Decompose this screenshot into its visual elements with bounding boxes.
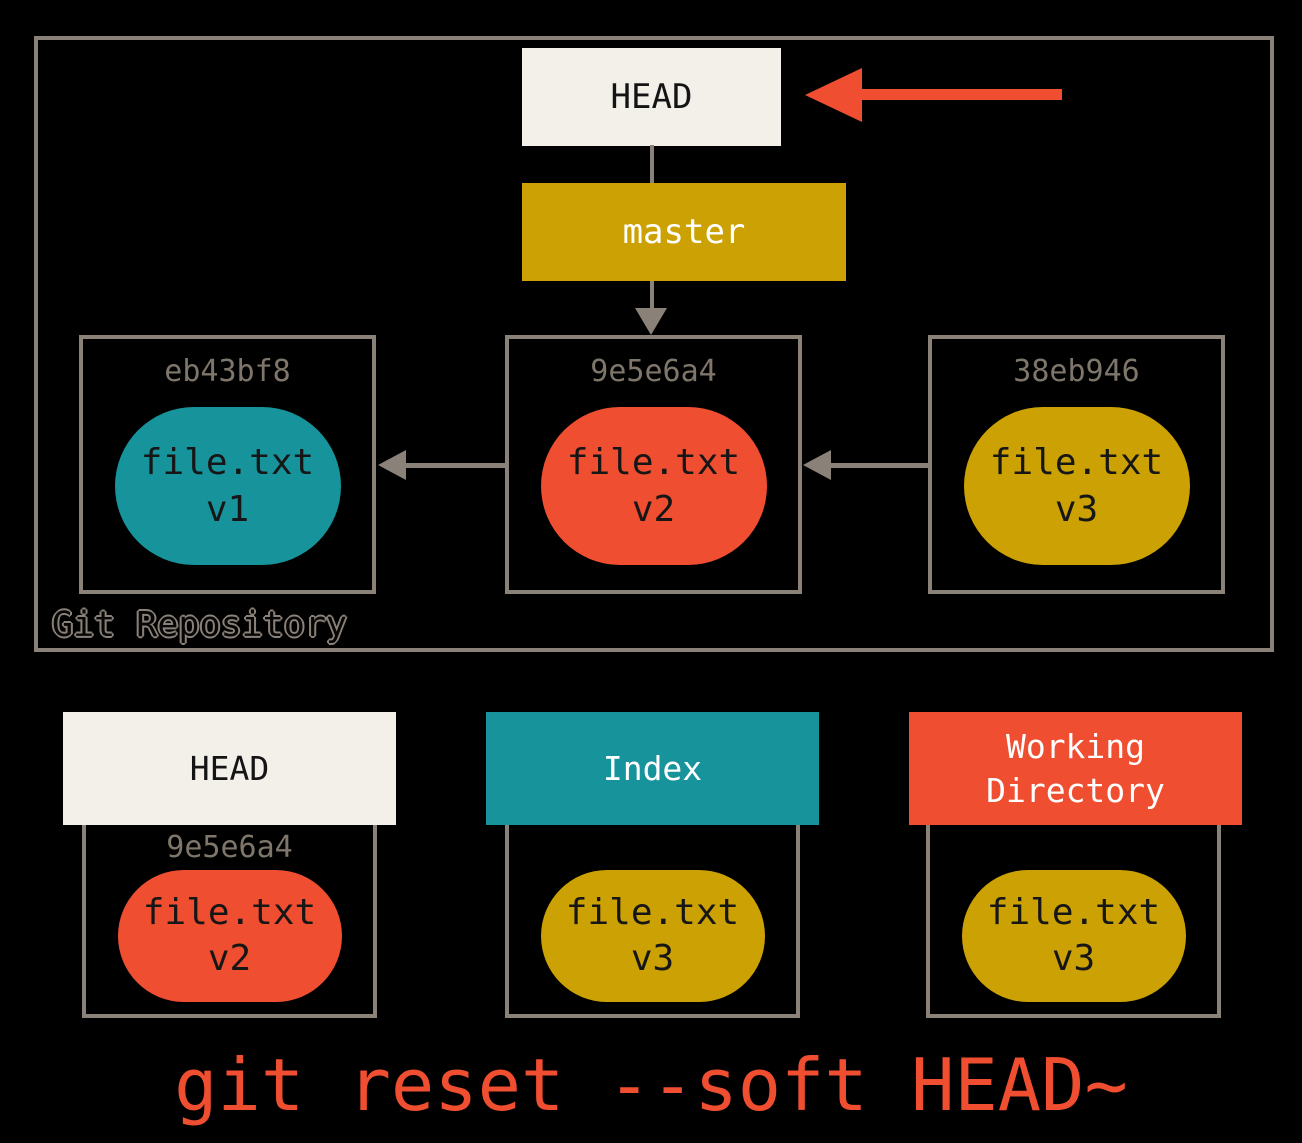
working-directory-tree-title: Working Directory [986,726,1165,810]
down-arrowhead-icon [635,308,667,335]
file-name: file.txt [986,892,1161,933]
master-to-commit-connector [650,281,654,310]
head-tree-body: 9e5e6a4 file.txt v2 [82,825,377,1018]
tree-commit-hash [509,829,796,867]
git-command-caption: git reset --soft HEAD~ [174,1043,1128,1127]
commit-box-eb43bf8: eb43bf8 file.txt v1 [79,335,376,594]
parent-arrow-shaft [406,463,505,468]
commit-box-38eb946: 38eb946 file.txt v3 [928,335,1225,594]
head-pointer-label: HEAD [610,77,693,117]
tree-commit-hash [930,829,1217,867]
file-name: file.txt [566,442,741,483]
left-arrowhead-icon [803,450,831,480]
head-indicator-arrow-icon [805,68,862,122]
master-branch-label: master [622,212,746,252]
left-arrowhead-icon [378,450,406,480]
file-snapshot-oval: file.txt v3 [963,407,1190,565]
file-name: file.txt [140,442,315,483]
file-name: file.txt [989,442,1164,483]
git-repository-label: Git Repository [52,605,348,645]
file-version: v2 [631,489,676,530]
git-repository-box [34,36,1274,652]
file-version: v3 [1051,938,1096,979]
head-tree-title: HEAD [189,748,270,788]
file-snapshot-oval: file.txt v2 [540,407,767,565]
head-tree-header: HEAD [63,712,396,825]
file-version: v2 [207,938,252,979]
index-tree-title: Index [602,748,703,788]
parent-arrow-shaft [831,463,928,468]
file-snapshot-oval: file.txt v1 [114,407,341,565]
file-version: v1 [205,489,250,530]
commit-box-9e5e6a4: 9e5e6a4 file.txt v2 [505,335,802,594]
file-name: file.txt [565,892,740,933]
working-directory-tree-body: file.txt v3 [926,825,1221,1018]
commit-hash: 38eb946 [1013,354,1140,389]
head-pointer-box: HEAD [522,48,781,146]
file-version: v3 [630,938,675,979]
master-branch-box: master [522,183,846,281]
file-version: v3 [1054,489,1099,530]
index-tree-header: Index [486,712,819,825]
file-snapshot-oval: file.txt v3 [540,870,765,1002]
head-indicator-arrow-shaft [860,89,1062,100]
file-snapshot-oval: file.txt v3 [961,870,1186,1002]
tree-commit-hash: 9e5e6a4 [166,830,293,865]
head-to-master-connector [650,145,654,185]
file-name: file.txt [142,892,317,933]
commit-hash: eb43bf8 [164,354,291,389]
commit-hash: 9e5e6a4 [590,354,717,389]
index-tree-body: file.txt v3 [505,825,800,1018]
working-directory-tree-header: Working Directory [909,712,1242,825]
file-snapshot-oval: file.txt v2 [117,870,342,1002]
